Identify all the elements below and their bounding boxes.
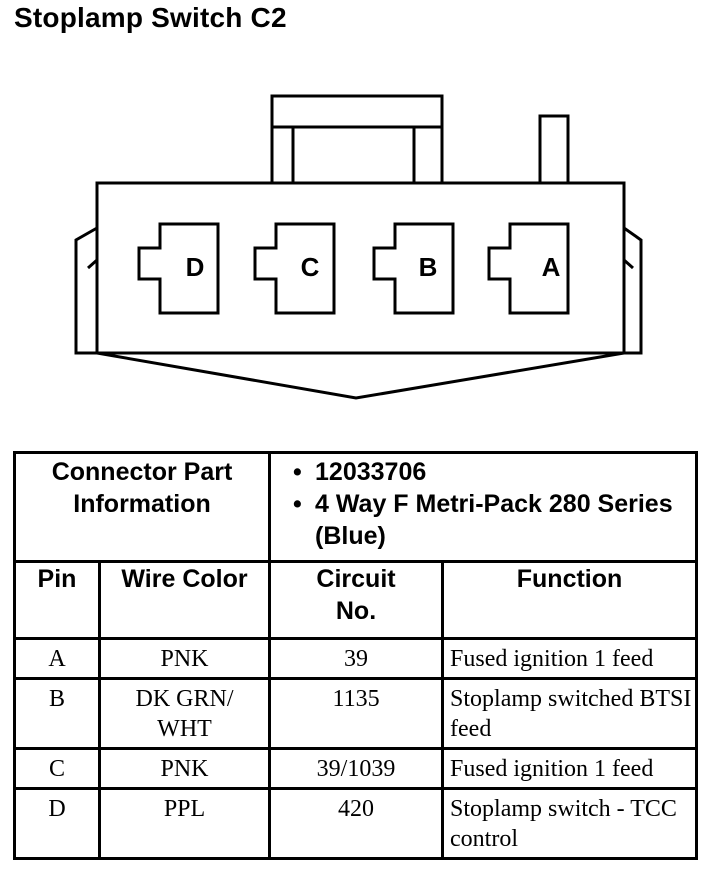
circuit-cell: 39/1039	[268, 747, 445, 790]
pin-cell: C	[13, 747, 101, 790]
circuit-cell: 1135	[268, 677, 445, 750]
table-row: B DK GRN/ WHT 1135 Stoplamp switched BTS…	[13, 677, 699, 750]
cavity-a	[487, 222, 570, 315]
lock-tab-outline	[270, 94, 444, 183]
pin-label-b: B	[419, 252, 438, 282]
alignment-post	[538, 114, 570, 183]
wire-color-cell: PPL	[97, 787, 272, 860]
col-header-circuit: Circuit No.	[268, 560, 445, 640]
circuit-cell: 420	[268, 787, 445, 860]
function-cell: Stoplamp switch - TCC control	[441, 787, 699, 860]
table-row: A PNK 39 Fused ignition 1 feed	[13, 637, 699, 680]
bottom-chevron	[96, 351, 625, 400]
col-header-function: Function	[441, 560, 699, 640]
part-number-item: •12033706	[293, 458, 427, 486]
left-latch	[74, 226, 98, 355]
connector-diagram: D C B A	[74, 94, 643, 400]
wire-color-cell: PNK	[97, 747, 272, 790]
connector-body	[95, 181, 626, 355]
pin-cell: A	[13, 637, 101, 680]
cavity-b	[372, 222, 455, 315]
part-info-label: Connector Part Information	[12, 451, 272, 563]
table-row: D PPL 420 Stoplamp switch - TCC control	[13, 787, 699, 860]
header-row: Pin Wire Color Circuit No. Function	[13, 560, 699, 640]
wire-color-cell: DK GRN/ WHT	[97, 677, 272, 750]
function-cell: Stoplamp switched BTSI feed	[441, 677, 699, 750]
part-info-list: •12033706 •4 Way F Metri-Pack 280 Series…	[268, 451, 699, 563]
part-info-row: Connector Part Information •12033706 •4 …	[12, 451, 699, 563]
cavity-c	[253, 222, 336, 315]
col-header-wire-color: Wire Color	[97, 560, 272, 640]
col-header-pin: Pin	[13, 560, 101, 640]
pin-label-c: C	[301, 252, 320, 282]
connector-spec-table: Connector Part Information •12033706 •4 …	[12, 451, 699, 860]
part-number: 12033706	[315, 458, 427, 486]
page-title: Stoplamp Switch C2	[14, 2, 287, 33]
right-latch	[623, 226, 643, 355]
part-series-item: •4 Way F Metri-Pack 280 Series (Blue)	[293, 490, 673, 550]
part-series: 4 Way F Metri-Pack 280 Series (Blue)	[315, 490, 673, 550]
pin-label-d: D	[186, 252, 205, 282]
pin-label-a: A	[542, 252, 561, 282]
pin-cell: D	[13, 787, 101, 860]
circuit-cell: 39	[268, 637, 445, 680]
cavity-d	[137, 222, 220, 315]
function-cell: Fused ignition 1 feed	[441, 637, 699, 680]
table-row: C PNK 39/1039 Fused ignition 1 feed	[13, 747, 699, 790]
pin-cell: B	[13, 677, 101, 750]
wire-color-cell: PNK	[97, 637, 272, 680]
function-cell: Fused ignition 1 feed	[441, 747, 699, 790]
